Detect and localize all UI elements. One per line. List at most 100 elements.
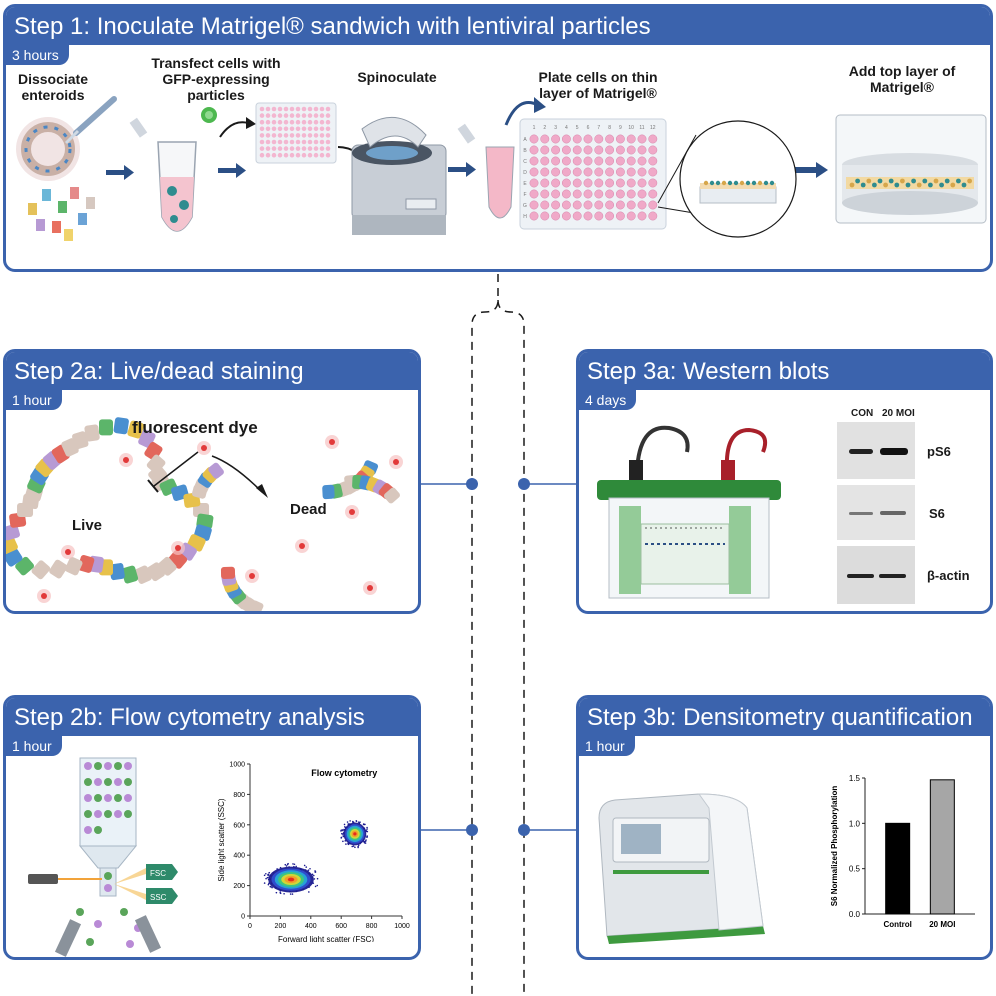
scatter-point — [288, 866, 290, 868]
scatter-point — [351, 845, 354, 848]
label-transfect: Transfect cells with GFP-expressing part… — [151, 55, 281, 103]
x-tick-label: 400 — [305, 923, 317, 930]
dissociated-cells-icon — [28, 187, 95, 241]
label-spinoculate: Spinoculate — [357, 69, 437, 85]
y-axis-label: S6 Normalized Phosphorylation — [830, 786, 839, 907]
step3a-panel: Step 3a: Western blots 4 days CON 20 MOI… — [576, 349, 993, 614]
scatter-point — [348, 823, 350, 825]
well-plate-small-icon — [255, 102, 337, 164]
scatter-point — [311, 873, 314, 876]
y-tick-label: 400 — [233, 853, 245, 860]
step1-arrow-3 — [448, 162, 476, 177]
y-tick-label: 0.0 — [849, 910, 861, 919]
scatter-point — [364, 842, 367, 844]
scatter-point — [308, 891, 310, 893]
ssc-tag: SSC — [146, 888, 178, 904]
dead-fragments-icon — [191, 460, 400, 611]
scatter-point — [360, 841, 362, 844]
scatter-point — [265, 877, 267, 880]
live-organoid-icon — [6, 417, 214, 584]
y-tick-label: 1000 — [229, 762, 245, 769]
scatter-point — [312, 874, 315, 877]
scatter-point — [346, 826, 348, 829]
step3b-panel: Step 3b: Densitometry quantification 1 h… — [576, 695, 993, 960]
scatter-point — [279, 892, 282, 895]
y-tick-label: 1.0 — [849, 819, 861, 828]
connector-dot — [518, 824, 530, 836]
scatter-point — [308, 872, 310, 875]
scatter-point — [305, 866, 308, 868]
scatter-point — [266, 876, 269, 879]
scatter-point — [357, 845, 359, 848]
label-toplayer: Add top layer of Matrigel® — [848, 63, 956, 95]
scatter-point — [291, 893, 294, 895]
scatter-point — [276, 868, 278, 870]
connector-dot — [466, 478, 478, 490]
scatter-point — [265, 872, 267, 875]
bar — [929, 779, 955, 915]
scatter-point — [344, 826, 347, 829]
blot-ps6 — [837, 422, 915, 479]
scatter-point — [289, 893, 292, 895]
fsc-tag: FSC — [146, 864, 178, 880]
step3a-time: 4 days — [579, 390, 637, 410]
step1-panel: Step 1: Inoculate Matrigel® sandwich wit… — [3, 4, 993, 272]
scatter-point — [344, 840, 347, 842]
blot-label-s6: S6 — [929, 506, 945, 521]
scatter-point — [355, 820, 358, 823]
scatter-point — [268, 882, 270, 885]
plate-column-label: 2 — [543, 125, 546, 131]
scatter-point — [354, 846, 356, 849]
dye-label: fluorescent dye — [132, 418, 258, 437]
scatter-point — [365, 839, 367, 841]
scatter-point — [343, 835, 345, 838]
live-dead-illustration — [6, 417, 403, 611]
step3b-title: Step 3b: Densitometry quantification — [579, 698, 990, 736]
scatter-point — [292, 863, 294, 865]
category-label: Control — [883, 920, 911, 929]
tube-icon — [129, 117, 197, 232]
scatter-point — [307, 869, 310, 871]
plate-row-label: F — [523, 192, 526, 198]
plate-column-label: 6 — [587, 125, 590, 131]
y-tick-label: 0.5 — [849, 865, 861, 874]
plate-column-label: 4 — [565, 125, 568, 131]
gfp-particle-icon — [201, 107, 217, 123]
gel-imager-icon — [598, 793, 765, 944]
step2b-panel: Step 2b: Flow cytometry analysis 1 hour … — [3, 695, 421, 960]
x-tick-label: 200 — [275, 923, 287, 930]
scatter-point — [340, 837, 343, 839]
scatter-point — [316, 877, 319, 880]
x-tick-label: 800 — [366, 923, 378, 930]
centrifuge-icon — [351, 116, 447, 235]
step1-arrow-1 — [106, 165, 134, 180]
scatter-point — [269, 878, 271, 880]
scatter-point — [346, 821, 349, 823]
scatter-point — [270, 875, 272, 877]
scatter-point — [312, 882, 315, 884]
blot-label-ps6: pS6 — [927, 444, 951, 459]
scatter-point — [366, 828, 368, 830]
plate-column-label: 9 — [619, 125, 622, 131]
scatter-point — [267, 874, 269, 877]
enteroid-ring-icon — [16, 117, 80, 181]
scatter-point — [275, 891, 278, 894]
scatter-point — [342, 829, 344, 832]
scatter-point — [302, 888, 304, 891]
x-axis-label: Forward light scatter (FSC) — [278, 935, 374, 942]
density-contour — [353, 832, 357, 836]
plate-column-label: 8 — [608, 125, 611, 131]
inhibit-arrow — [153, 451, 199, 487]
plate-column-label: 7 — [597, 125, 600, 131]
y-tick-label: 200 — [233, 883, 245, 890]
scatter-point — [365, 830, 368, 833]
step1-arrow-2 — [218, 163, 246, 178]
label-dissociate: Dissociate enteroids — [17, 71, 89, 103]
category-label: 20 MOI — [929, 920, 955, 929]
scatter-point — [287, 862, 289, 865]
zoom-circle-icon — [679, 120, 797, 238]
